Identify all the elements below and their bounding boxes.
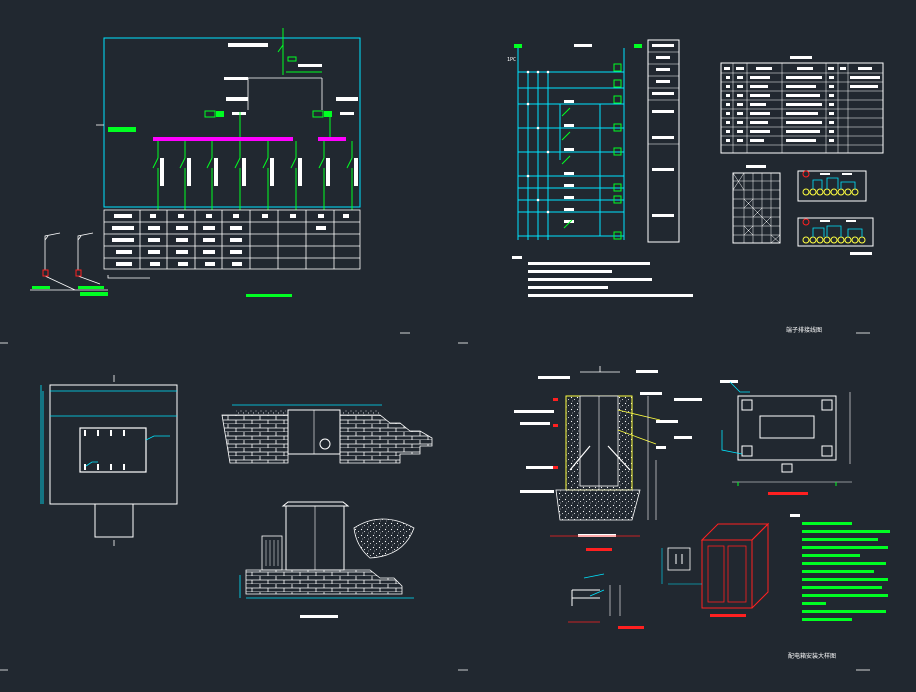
sheet-terminal-wiring: 1PC xyxy=(458,39,884,344)
terminal-label: 1PC xyxy=(507,57,516,63)
caption-cabinet-installation: 配电箱安装大样图 xyxy=(788,652,836,660)
sheet-single-line-diagram xyxy=(0,28,410,344)
caption-terminal-wiring: 端子排接线图 xyxy=(786,326,822,334)
sheet-cabinet-plan xyxy=(0,375,468,671)
sheet-foundation-details: 配电箱安装大样图 xyxy=(514,366,890,671)
